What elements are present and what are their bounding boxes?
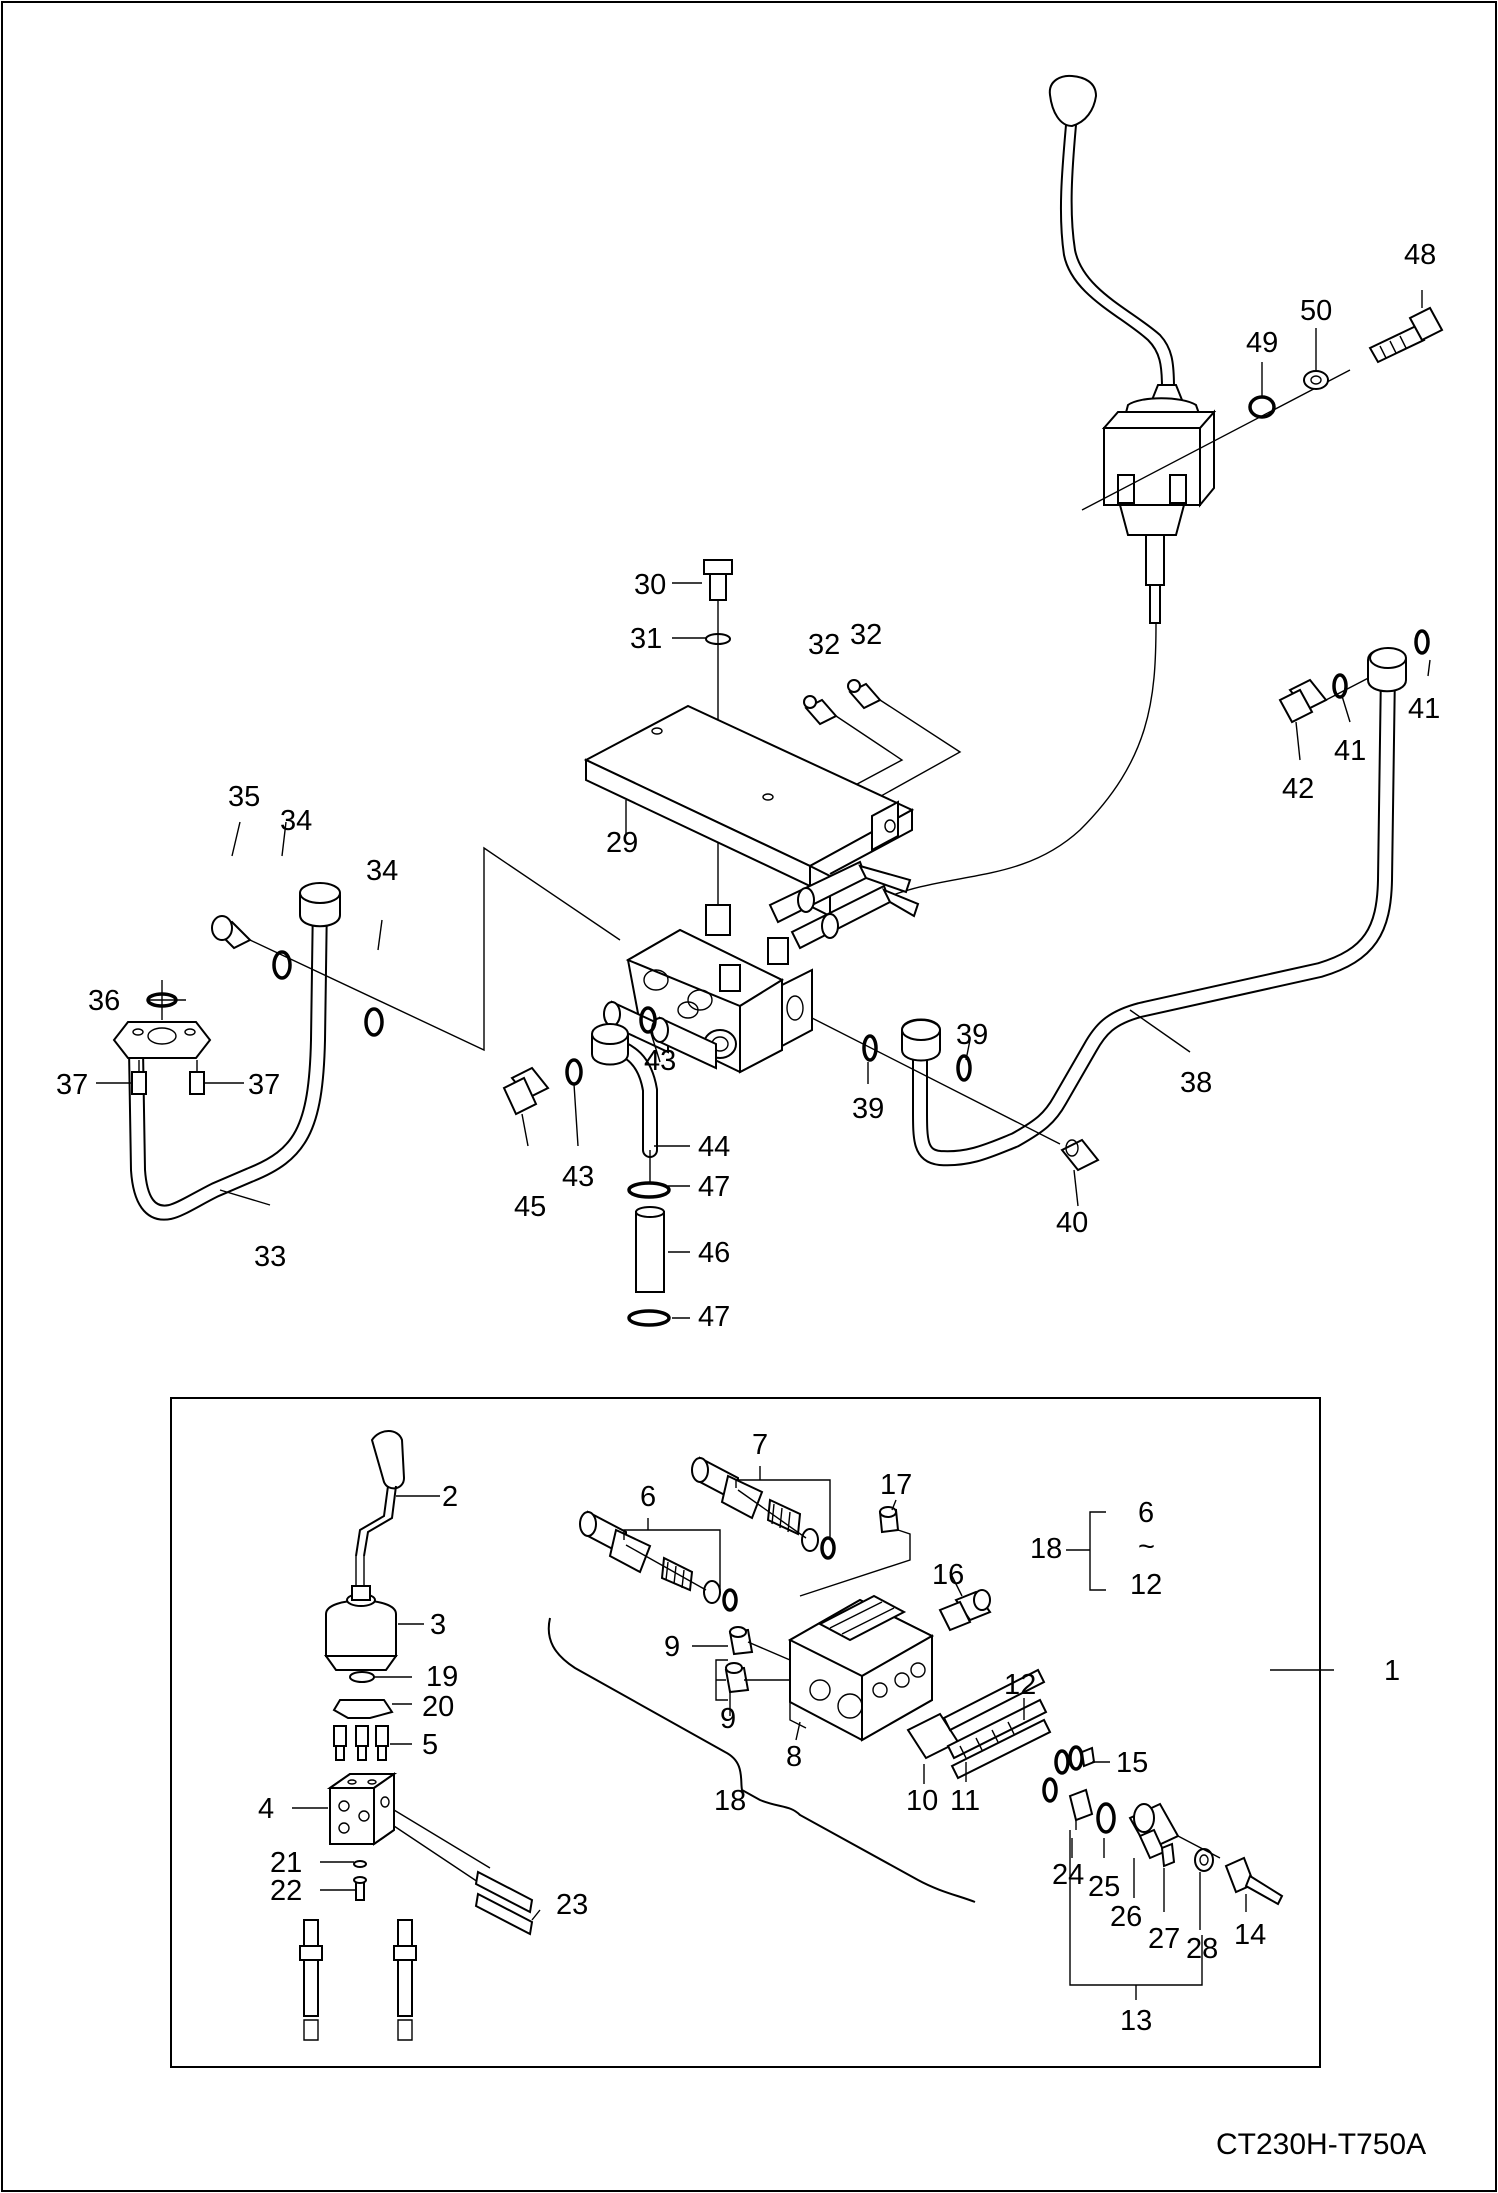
bracket-18-range [1066, 1511, 1106, 1591]
hydraulic-pipe-33 [112, 882, 341, 1221]
callout-47: 47 [698, 1301, 730, 1333]
lever-link-line [879, 622, 1157, 901]
callout-44: 44 [698, 1131, 730, 1163]
callout-37: 37 [56, 1069, 88, 1101]
callout-48: 48 [1404, 239, 1436, 271]
control-lever-assembly [1048, 74, 1351, 624]
callout-1: 1 [1384, 1655, 1400, 1687]
callout-23: 23 [556, 1889, 588, 1921]
detail-box [170, 1397, 1321, 2068]
bracket-bolt-set [703, 559, 733, 905]
callout-14: 14 [1234, 1919, 1266, 1951]
pipe-fittings-34-35 [211, 846, 621, 1052]
callout-41: 41 [1408, 693, 1440, 725]
callout-43: 43 [562, 1161, 594, 1193]
callout-34: 34 [366, 855, 398, 887]
section-brace-18 [547, 1617, 976, 1903]
callout-11: 11 [950, 1785, 980, 1817]
callout-42: 42 [1282, 773, 1314, 805]
pipe-fittings-41-42 [1278, 629, 1430, 724]
callout-5: 5 [422, 1729, 438, 1761]
drawing-code: CT230H-T750A [1216, 2128, 1426, 2161]
callout-9: 9 [720, 1703, 736, 1735]
pilot-valve-block-4 [326, 1772, 534, 1936]
callout-8: 8 [786, 1741, 802, 1773]
callout-49: 49 [1246, 327, 1278, 359]
callout-7: 7 [752, 1429, 768, 1461]
callout-36: 36 [88, 985, 120, 1017]
lever-knob [1048, 74, 1098, 128]
callout-37: 37 [248, 1069, 280, 1101]
spool-end-parts-24-28 [1068, 1788, 1284, 1906]
callout-29: 29 [606, 827, 638, 859]
spool-kit-6-7 [579, 1456, 836, 1612]
bolt-30 [709, 571, 727, 601]
callout-40: 40 [1056, 1207, 1088, 1239]
callout-33: 33 [254, 1241, 286, 1273]
callout-27: 27 [1148, 1923, 1180, 1955]
washer-49 [1248, 395, 1276, 419]
callout-tilde: ~ [1138, 1531, 1155, 1563]
callout-43: 43 [644, 1045, 676, 1077]
washer-50 [1303, 370, 1329, 390]
callout-45: 45 [514, 1191, 546, 1223]
callout-24: 24 [1052, 1859, 1084, 1891]
callout-18: 18 [1030, 1533, 1062, 1565]
callout-18: 18 [714, 1785, 746, 1817]
bracket-screws-32 [789, 679, 962, 831]
pilot-valve-studs [299, 1919, 417, 2041]
callout-12: 12 [1004, 1669, 1036, 1701]
pipe-fittings-39-40 [811, 1017, 1100, 1172]
callout-46: 46 [698, 1237, 730, 1269]
callout-41: 41 [1334, 735, 1366, 767]
bolt-48 [1368, 324, 1426, 364]
valve-spools-10-12 [906, 1668, 1096, 1803]
callout-2: 2 [442, 1481, 458, 1513]
callout-17: 17 [880, 1469, 912, 1501]
callout-31: 31 [630, 623, 662, 655]
callout-9: 9 [664, 1631, 680, 1663]
callout-39: 39 [852, 1093, 884, 1125]
drain-hose-assembly [502, 1006, 671, 1327]
callout-50: 50 [1300, 295, 1332, 327]
callout-6: 6 [640, 1481, 656, 1513]
callout-6: 6 [1138, 1497, 1154, 1529]
callout-47: 47 [698, 1171, 730, 1203]
mounting-bracket-29 [583, 704, 915, 918]
valve-plugs [724, 1506, 992, 1694]
callout-19: 19 [426, 1661, 458, 1693]
callout-16: 16 [932, 1559, 964, 1591]
callout-35: 35 [228, 781, 260, 813]
callout-30: 30 [634, 569, 666, 601]
callout-39: 39 [956, 1019, 988, 1051]
callout-13: 13 [1120, 2005, 1152, 2037]
callout-20: 20 [422, 1691, 454, 1723]
valve-body-8 [787, 1594, 935, 1742]
callout-3: 3 [430, 1609, 446, 1641]
leader-lines [96, 290, 1431, 1930]
callout-labels: 48 49 50 30 31 32 32 29 35 34 34 36 37 3… [56, 239, 1440, 2037]
callout-21: 21 [270, 1847, 302, 1879]
callout-32: 32 [850, 619, 882, 651]
callout-15: 15 [1116, 1747, 1148, 1779]
lever-2 [355, 1430, 406, 1587]
callout-10: 10 [906, 1785, 938, 1817]
lever-mount-bolt-set [1248, 306, 1444, 419]
callout-28: 28 [1186, 1933, 1218, 1965]
callout-38: 38 [1180, 1067, 1212, 1099]
callout-12: 12 [1130, 1569, 1162, 1601]
pilot-valve-top-parts [324, 1585, 398, 1761]
callout-25: 25 [1088, 1871, 1120, 1903]
callout-34: 34 [280, 805, 312, 837]
hydraulic-pipe-38 [901, 647, 1407, 1167]
bracket-13-range [1069, 1830, 1203, 2000]
callout-32: 32 [808, 629, 840, 661]
callout-22: 22 [270, 1875, 302, 1907]
callout-26: 26 [1110, 1901, 1142, 1933]
callout-4: 4 [258, 1793, 274, 1825]
control-valve-body [603, 860, 920, 1074]
